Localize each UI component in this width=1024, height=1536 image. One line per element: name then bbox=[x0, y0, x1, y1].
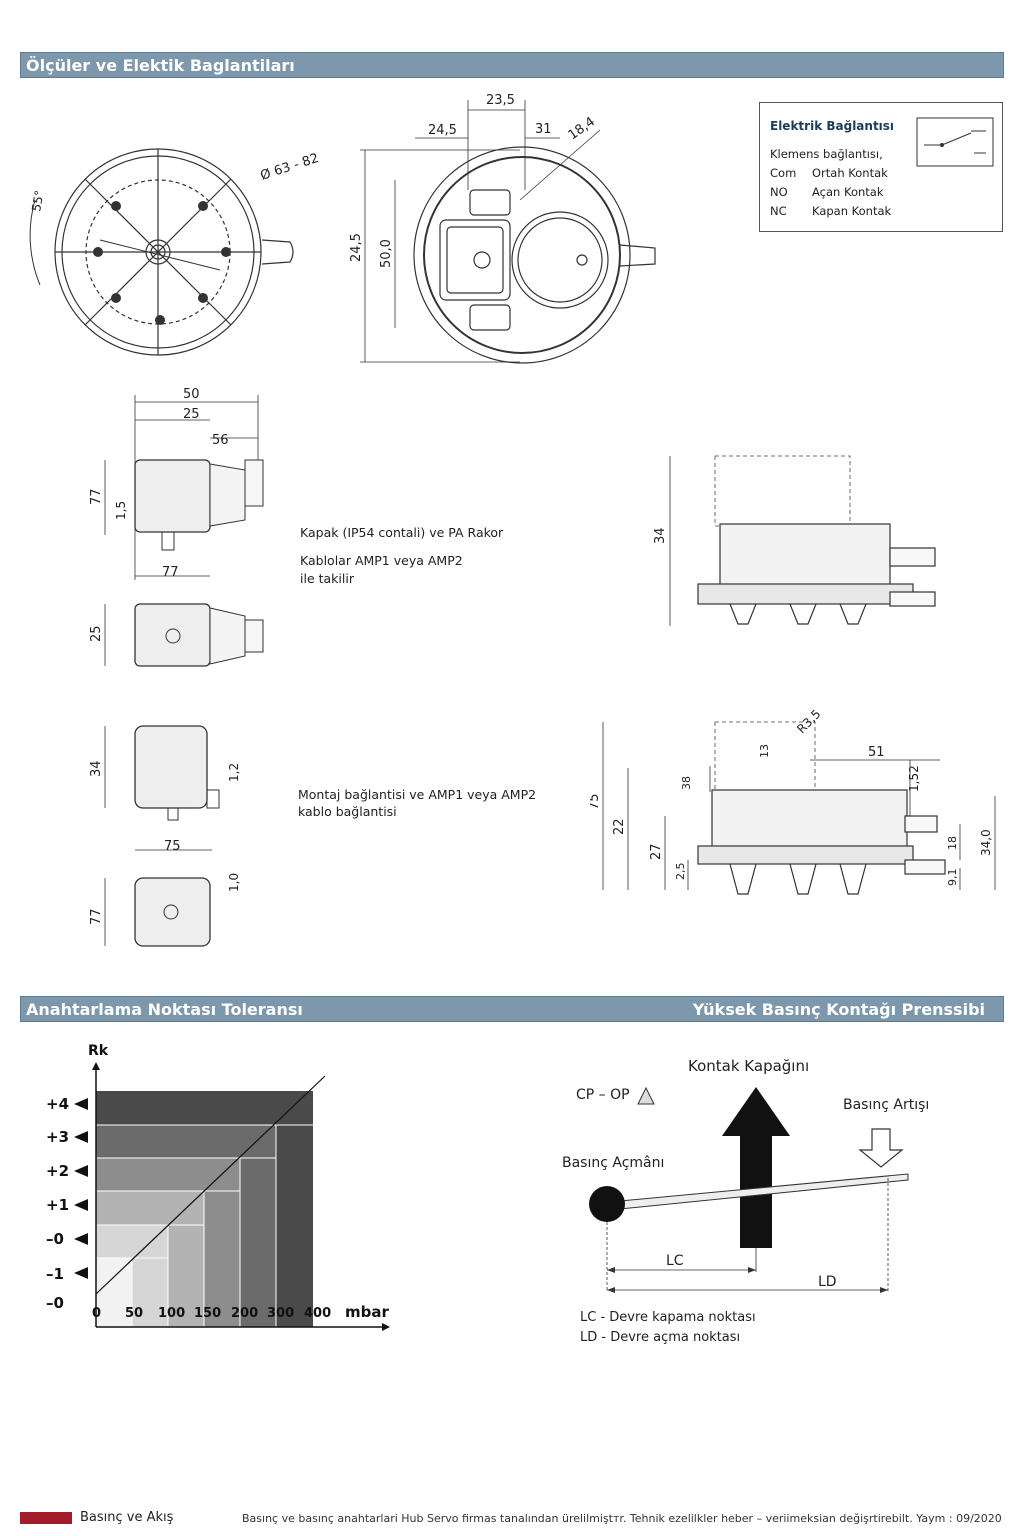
dim-34: 34 bbox=[89, 760, 104, 777]
label-lc: LC bbox=[666, 1253, 684, 1269]
footer-left: Basınç ve Akış bbox=[80, 1510, 174, 1525]
ytick-p3: +3 bbox=[46, 1128, 69, 1146]
dim-18: 18 bbox=[946, 836, 959, 850]
dimension-drawings-top: Ø 63 - 82 55° 23,5 24,5 31 18,4 24,5 50,… bbox=[29, 93, 656, 364]
dim-12: 1,2 bbox=[227, 763, 241, 782]
label-basinc-acmani: Basınç Açmânı bbox=[562, 1155, 664, 1171]
legend-title: Elektrik Bağlantısı bbox=[770, 119, 895, 133]
dim-25a: 25 bbox=[183, 407, 200, 422]
dim-77b: 77 bbox=[162, 565, 179, 580]
dim-340: 34,0 bbox=[979, 829, 993, 856]
dim-55: 55° bbox=[29, 189, 46, 212]
ytick-p4: +4 bbox=[46, 1095, 69, 1113]
dim-13: 13 bbox=[758, 744, 771, 758]
pivot-dot bbox=[589, 1186, 625, 1222]
label-ld: LD bbox=[818, 1274, 837, 1290]
ytick-p1: +1 bbox=[46, 1196, 69, 1214]
dimension-drawings-right: 34 R3,5 13 51 38 1,52 75 22 27 2,5 18 34… bbox=[590, 455, 996, 895]
dim-v500: 50,0 bbox=[379, 239, 394, 268]
lc-desc: LC - Devre kapama noktası bbox=[580, 1310, 756, 1325]
dim-r35: R3,5 bbox=[794, 707, 823, 736]
dim-75r: 75 bbox=[590, 793, 602, 810]
switch-symbol-icon bbox=[916, 117, 994, 167]
x-unit: mbar bbox=[345, 1303, 389, 1321]
dim-27: 27 bbox=[649, 843, 664, 860]
contact-arrow bbox=[722, 1087, 790, 1248]
ytick-p2: +2 bbox=[46, 1162, 69, 1180]
tol-band-m1 bbox=[96, 1258, 132, 1327]
dim-75: 75 bbox=[164, 839, 181, 854]
pressure-contact-principle: Kontak Kapağını CP – OP Basınç Artışı Ba… bbox=[562, 1057, 929, 1345]
dim-22: 22 bbox=[612, 818, 627, 835]
dimension-drawings-side: 50 25 56 77 1,5 77 25 34 1,2 75 1,0 77 bbox=[89, 387, 264, 947]
dim-38: 38 bbox=[680, 776, 693, 790]
section-title-left: Anahtarlama Noktası Toleransı bbox=[26, 1000, 303, 1019]
dim-77a: 77 bbox=[89, 488, 104, 505]
down-arrow-icon bbox=[858, 1128, 904, 1168]
xtick-200: 200 bbox=[231, 1306, 258, 1321]
ld-desc: LD - Devre açma noktası bbox=[580, 1330, 740, 1345]
note-mounting-1: Montaj bağlantisi ve AMP1 veya AMP2 bbox=[298, 787, 537, 802]
section-title: Ölçüler ve Elektik Baglantiları bbox=[26, 56, 295, 75]
label-cpop: CP – OP bbox=[576, 1087, 630, 1103]
dim-51: 51 bbox=[868, 745, 885, 760]
dim-v245: 24,5 bbox=[349, 233, 364, 262]
dim-15: 1,5 bbox=[114, 501, 128, 520]
dim-152: 1,52 bbox=[907, 765, 921, 792]
xtick-150: 150 bbox=[194, 1306, 221, 1321]
footer-right: Basınç ve basınç anahtarlari Hub Servo f… bbox=[242, 1512, 1002, 1525]
note-cables-2: ile takilir bbox=[300, 571, 354, 586]
note-cables-1: Kablolar AMP1 veya AMP2 bbox=[300, 553, 463, 568]
footer-accent bbox=[20, 1512, 72, 1524]
dim-56: 56 bbox=[212, 433, 229, 448]
ytick-m0: –0 bbox=[46, 1294, 64, 1312]
ytick-0: –0 bbox=[46, 1230, 64, 1248]
dim-25r: 2,5 bbox=[674, 863, 687, 881]
section-header-tolerance: Anahtarlama Noktası Toleransı Yüksek Bas… bbox=[20, 996, 1004, 1022]
dim-77c: 77 bbox=[89, 908, 104, 925]
dim-r34: 34 bbox=[653, 527, 668, 544]
section-header-dimensions: Ölçüler ve Elektik Baglantiları bbox=[20, 52, 1004, 78]
electrical-connection-legend: Elektrik Bağlantısı Klemens bağlantısı, … bbox=[759, 102, 1003, 232]
tolerance-chart: Rk +4 +3 +2 +1 –0 –1 –0 0 50 100 150 200… bbox=[46, 1043, 390, 1331]
triangle-icon bbox=[637, 1086, 655, 1105]
label-kontak: Kontak Kapağını bbox=[688, 1057, 809, 1075]
dim-50: 50 bbox=[183, 387, 200, 402]
dim-91: 9,1 bbox=[946, 869, 959, 887]
note-cover: Kapak (IP54 contali) ve PA Rakor bbox=[300, 525, 504, 540]
dim-184: 18,4 bbox=[566, 114, 598, 143]
xtick-300: 300 bbox=[267, 1306, 294, 1321]
dim-dia: Ø 63 - 82 bbox=[259, 151, 321, 184]
section-title-right: Yüksek Basınç Kontağı Prenssibi bbox=[692, 1000, 985, 1019]
dim-245: 24,5 bbox=[428, 123, 457, 138]
dim-235: 23,5 bbox=[486, 93, 515, 108]
label-basinc-artisi: Basınç Artışı bbox=[843, 1097, 929, 1113]
xtick-0: 0 bbox=[92, 1306, 101, 1321]
ytick-m1: –1 bbox=[46, 1265, 64, 1283]
dim-10: 1,0 bbox=[227, 873, 241, 892]
dim-25b: 25 bbox=[89, 625, 104, 642]
dim-31: 31 bbox=[535, 122, 552, 137]
chart-ylabel: Rk bbox=[88, 1043, 109, 1059]
note-mounting-2: kablo bağlantisi bbox=[298, 804, 397, 819]
xtick-100: 100 bbox=[158, 1306, 185, 1321]
xtick-400: 400 bbox=[304, 1306, 331, 1321]
xtick-50: 50 bbox=[125, 1306, 143, 1321]
legend-line1: Klemens bağlantısı, bbox=[770, 147, 883, 161]
